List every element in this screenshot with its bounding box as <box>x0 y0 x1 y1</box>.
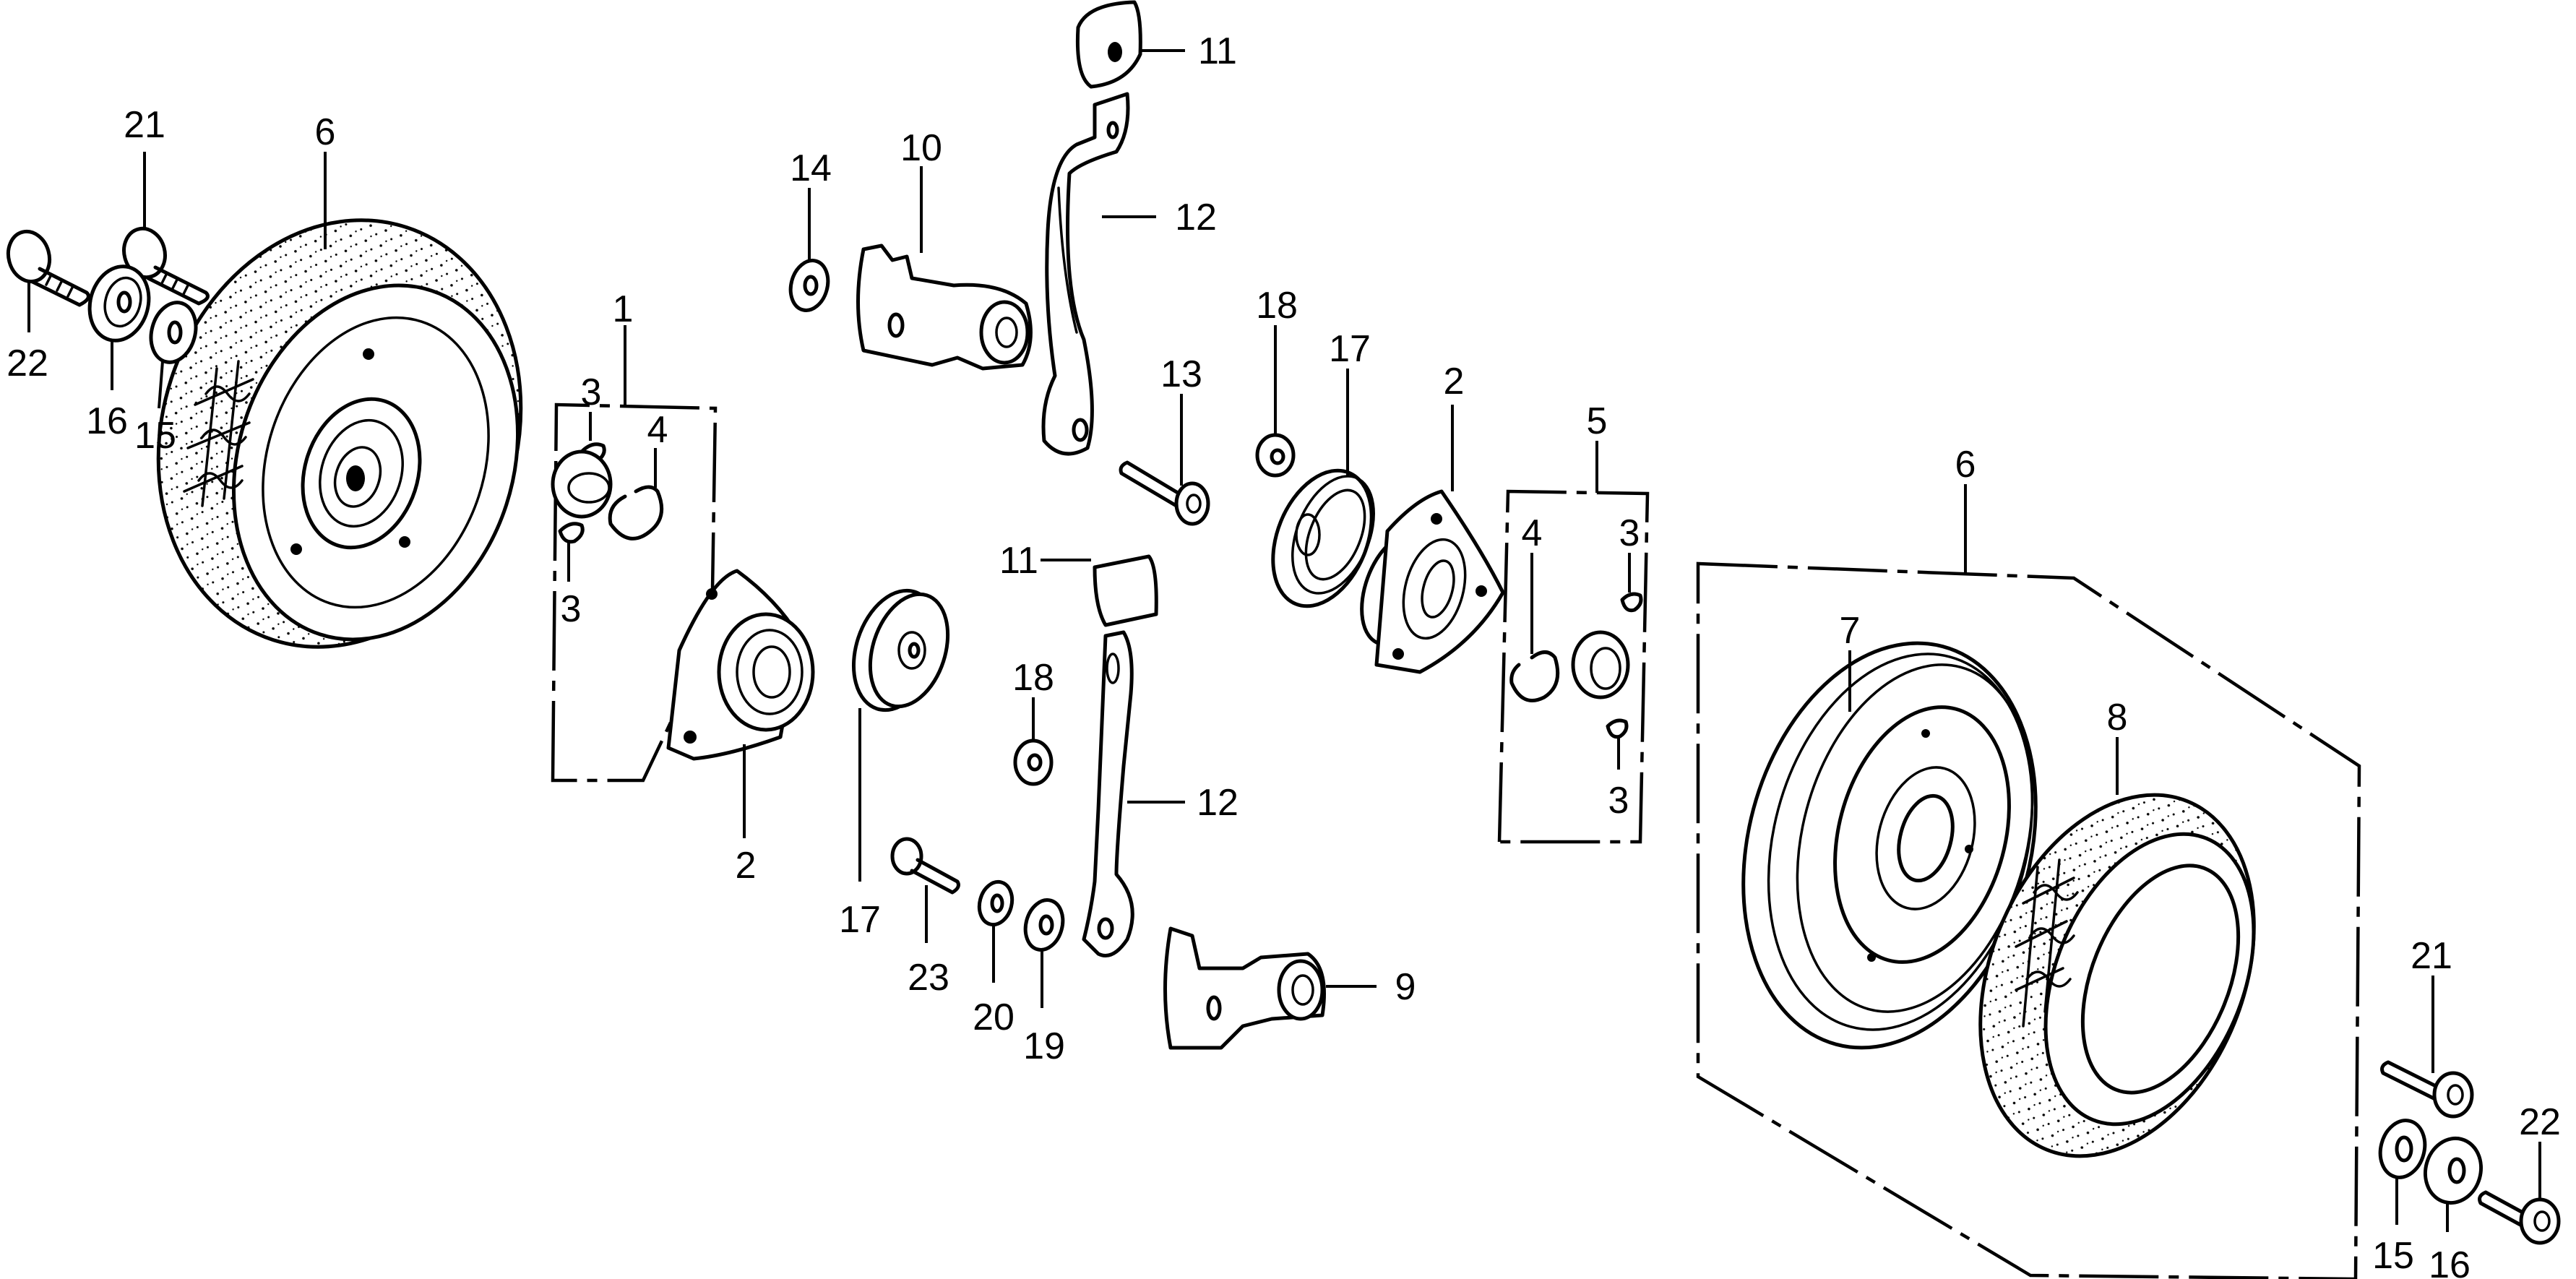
part-label-13[interactable]: 13 <box>1160 353 1202 395</box>
part-label-12-lower[interactable]: 12 <box>1197 782 1239 824</box>
bearing-retainer-3-right-bottom <box>1606 718 1629 739</box>
bearing-retainer-3-left-bottom <box>558 522 585 544</box>
bearing-housing-2-left <box>666 569 815 761</box>
bolt-22-right <box>2478 1190 2561 1245</box>
part-label-9[interactable]: 9 <box>1395 966 1416 1008</box>
part-label-2-left[interactable]: 2 <box>736 845 757 887</box>
part-label-4-right[interactable]: 4 <box>1522 512 1543 554</box>
part-label-21-left[interactable]: 21 <box>124 104 165 146</box>
bearing-retainer-ring-right <box>1571 630 1630 699</box>
part-label-21-right[interactable]: 21 <box>2411 935 2452 977</box>
washer-20 <box>977 879 1015 927</box>
part-label-16-right[interactable]: 16 <box>2429 1244 2471 1279</box>
part-label-12-upper[interactable]: 12 <box>1175 197 1217 238</box>
wheel-rim-7 <box>1741 641 2038 1050</box>
part-label-15-left[interactable]: 15 <box>134 415 176 457</box>
seal-pulley-17-right <box>1271 468 1375 608</box>
part-label-20[interactable]: 20 <box>973 996 1015 1038</box>
lower-bracket-9 <box>1163 926 1326 1050</box>
seal-pulley-17-left <box>851 588 950 712</box>
part-label-11-top[interactable]: 11 <box>1198 30 1237 72</box>
wheel-assembly-left <box>156 218 523 649</box>
snap-ring-4-left <box>608 485 664 541</box>
part-label-17-left[interactable]: 17 <box>839 899 881 941</box>
bearing-retainer-ring-left <box>551 449 613 519</box>
cap-11-lower <box>1093 554 1158 627</box>
bolt-21-right <box>2380 1060 2474 1119</box>
snap-ring-4-right <box>1509 650 1560 702</box>
leader-line <box>158 361 164 409</box>
tire-8 <box>1978 793 2256 1158</box>
part-label-6-left[interactable]: 6 <box>315 111 336 153</box>
part-label-4-left[interactable]: 4 <box>647 409 668 451</box>
flange-bolt-13 <box>1119 460 1210 526</box>
part-label-17-right[interactable]: 17 <box>1329 328 1371 370</box>
part-label-2-right[interactable]: 2 <box>1444 361 1465 402</box>
part-label-3-left-top[interactable]: 3 <box>581 371 602 413</box>
arm-12-upper <box>1041 92 1130 456</box>
part-label-15-right[interactable]: 15 <box>2372 1235 2414 1277</box>
kit-outline-6 <box>1696 561 2361 1279</box>
part-label-14[interactable]: 14 <box>790 147 832 189</box>
washer-19 <box>1023 898 1065 952</box>
bearing-housing-2-right <box>1360 489 1505 674</box>
kit-outline-5 <box>1497 489 1650 844</box>
arm-12-lower <box>1082 630 1134 957</box>
part-label-19[interactable]: 19 <box>1023 1025 1065 1067</box>
part-label-5[interactable]: 5 <box>1587 400 1608 442</box>
nut-18-lower <box>1013 738 1054 786</box>
part-label-8[interactable]: 8 <box>2107 697 2128 738</box>
cap-11-top <box>1075 0 1142 89</box>
nut-18-upper <box>1255 433 1296 478</box>
part-label-11-lower[interactable]: 11 <box>999 540 1038 582</box>
part-label-3-right-bottom[interactable]: 3 <box>1608 780 1629 822</box>
part-label-18-lower[interactable]: 18 <box>1012 657 1054 699</box>
washer-15-right <box>2378 1119 2427 1179</box>
part-label-23[interactable]: 23 <box>908 957 949 999</box>
part-label-22-left[interactable]: 22 <box>7 343 48 384</box>
part-label-3-right-top[interactable]: 3 <box>1619 512 1640 554</box>
part-label-16-left[interactable]: 16 <box>86 400 128 442</box>
washer-15-left <box>149 301 198 364</box>
part-label-3-left-bottom[interactable]: 3 <box>561 588 582 630</box>
part-label-1[interactable]: 1 <box>613 288 634 330</box>
bearing-retainer-3-right-top <box>1620 592 1643 613</box>
upper-bracket-10 <box>856 244 1033 371</box>
part-label-10[interactable]: 10 <box>900 127 942 169</box>
part-label-7[interactable]: 7 <box>1840 610 1861 652</box>
collar-16-right <box>2423 1136 2484 1205</box>
bolt-23 <box>890 837 960 895</box>
part-label-6-right[interactable]: 6 <box>1955 444 1976 486</box>
part-label-18-upper[interactable]: 18 <box>1256 285 1298 327</box>
bolt-22-left <box>6 229 90 307</box>
collar-16-left <box>87 264 151 343</box>
part-label-22-right[interactable]: 22 <box>2519 1101 2561 1143</box>
washer-14 <box>788 259 830 312</box>
bolt-21-left <box>122 226 210 306</box>
